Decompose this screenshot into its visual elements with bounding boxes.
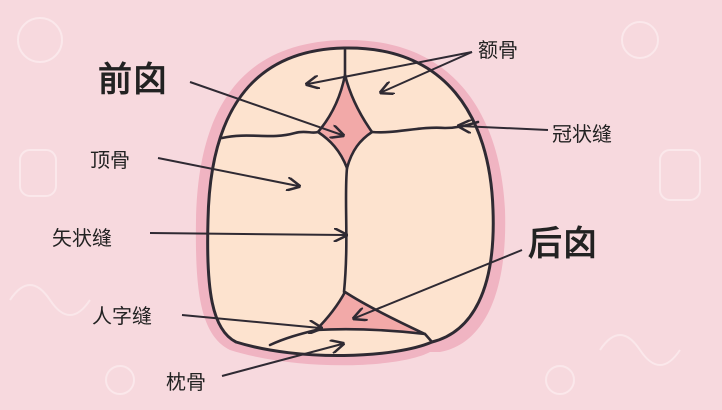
label-lambdoid-suture: 人字缝: [92, 304, 152, 328]
arrow-parietal-bone: [157, 157, 298, 186]
background-pattern: [9, 17, 701, 395]
arrow-occipital-bone: [221, 344, 342, 377]
arrow-sagittal-suture: [149, 233, 345, 235]
posterior-fontanelle-shape: [316, 292, 425, 334]
skull-outline: [206, 46, 495, 358]
label-sagittal-suture: 矢状缝: [52, 226, 112, 250]
label-posterior-fontanelle: 后囟: [528, 224, 598, 264]
label-occipital-bone: 枕骨: [166, 370, 206, 394]
label-anterior-fontanelle: 前囟: [98, 60, 168, 100]
arrow-lambdoid-suture: [181, 314, 320, 328]
arrow-coronal-suture: [460, 126, 549, 130]
arrow-anterior-fontanelle: [189, 81, 342, 135]
anterior-fontanelle-shape: [318, 75, 372, 168]
arrow-frontal-right: [382, 51, 473, 92]
label-parietal-bone: 顶骨: [90, 148, 130, 172]
label-coronal-suture: 冠状缝: [552, 122, 612, 146]
label-frontal-bone: 额骨: [478, 38, 518, 62]
pointer-arrows: [149, 51, 549, 377]
arrow-frontal-left: [308, 51, 473, 84]
arrow-posterior-fontanelle: [355, 249, 523, 318]
